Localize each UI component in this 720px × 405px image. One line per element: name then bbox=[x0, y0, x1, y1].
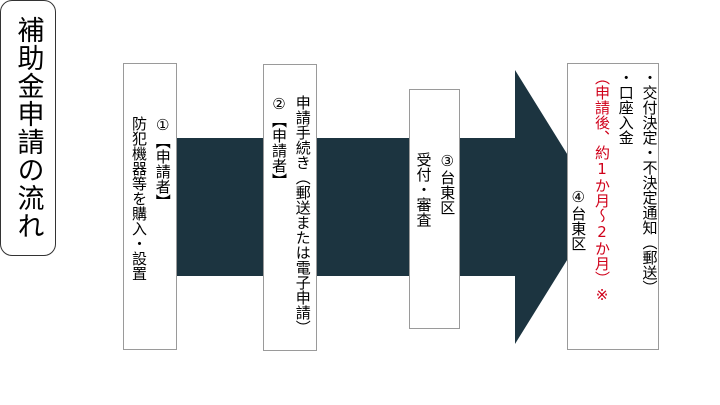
title-box: 補助金申請の流れ bbox=[0, 0, 56, 256]
step-4-box: ・交付決定・不決定通知（郵送） ・口座入金 （申請後、約1か月～2か月）※ ④台… bbox=[567, 63, 659, 350]
step-4-number-text: ④ bbox=[569, 188, 588, 206]
page-title: 補助金申請の流れ bbox=[12, 16, 44, 240]
step-4-bullet-2: ・口座入金 bbox=[616, 70, 635, 145]
step-3-place: 台東区 bbox=[438, 170, 457, 215]
step-3-text: 受付・審査 bbox=[414, 152, 433, 227]
step-1-number-text: ① bbox=[153, 116, 172, 134]
step-1-box: ①【申請者】 防犯機器等を購入・設置 bbox=[123, 63, 177, 350]
step-3-number: ③台東区 bbox=[436, 152, 458, 215]
flow-arrow-shape bbox=[177, 70, 600, 344]
step-2-role: 【申請者】 bbox=[270, 113, 288, 188]
step-4-bullet-1: ・交付決定・不決定通知（郵送） bbox=[640, 70, 659, 295]
step-1-text: 防犯機器等を購入・設置 bbox=[130, 116, 148, 281]
step-1-role: 【申請者】 bbox=[153, 134, 172, 209]
step-1-number: ①【申請者】 bbox=[151, 116, 173, 209]
step-4-note: （申請後、約1か月～2か月）※ bbox=[593, 70, 611, 304]
step-3-box: ③台東区 受付・審査 bbox=[409, 89, 460, 329]
step-2-box: 申請手続き（郵送または電子申請） ②【申請者】 bbox=[263, 64, 317, 351]
step-2-text: 申請手続き（郵送または電子申請） bbox=[293, 95, 312, 335]
step-4-number: ④台東区 bbox=[567, 70, 589, 251]
step-4-place: 台東区 bbox=[569, 206, 588, 251]
step-3-number-text: ③ bbox=[438, 152, 457, 170]
step-2-number-text: ② bbox=[270, 95, 288, 113]
step-2-number: ②【申請者】 bbox=[267, 95, 289, 188]
